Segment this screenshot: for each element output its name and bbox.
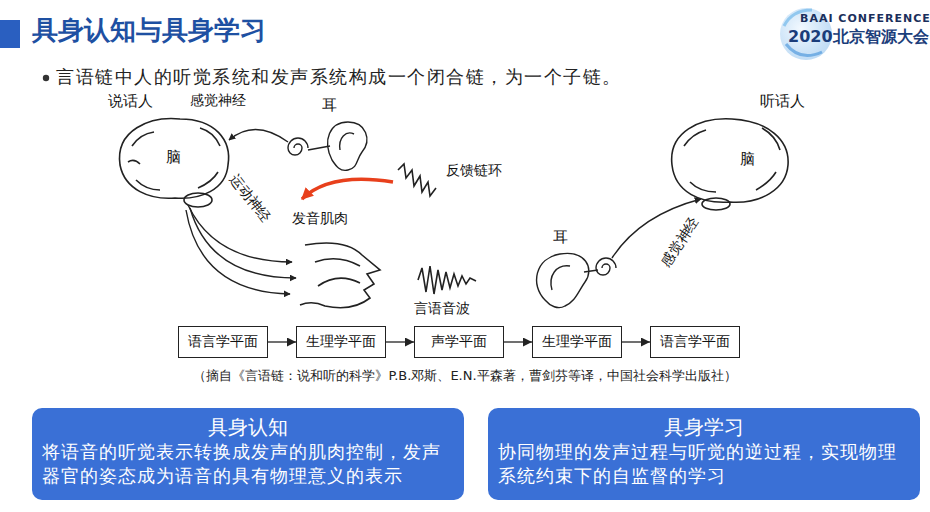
brain-fold [762, 128, 780, 150]
brain-fold [690, 182, 716, 192]
bullet-dot [43, 75, 49, 81]
brain-fold [136, 180, 160, 190]
brain-label: 脑 [738, 150, 757, 169]
sensory-nerve [229, 129, 288, 142]
brain-outline [120, 119, 229, 199]
box-label: 声学平面 [431, 333, 487, 351]
logo-text: 2020北京智源大会 [788, 27, 929, 47]
ear-fold [551, 266, 570, 290]
brain-fold [756, 172, 776, 190]
flow-arrow [268, 341, 296, 342]
brain-label: 脑 [164, 148, 183, 167]
panel-body: 协同物理的发声过程与听觉的逆过程，实现物理 系统约束下的自监督的学习 [498, 440, 910, 489]
feedback-label: 反馈链环 [446, 162, 502, 180]
ear-canal [308, 146, 330, 150]
ear-fold [340, 133, 354, 150]
figure-caption: （摘自《言语链：说和听的科学》P.B.邓斯、E.N.平森著，曹剑芬等译，中国社会… [0, 368, 930, 384]
box-label: 语言学平面 [660, 333, 730, 351]
panel-body: 将语音的听觉表示转换成发声的肌肉控制，发声 器官的姿态成为语音的具有物理意义的表… [42, 440, 454, 489]
brain-outline [672, 119, 788, 202]
ear-label: 耳 [553, 228, 568, 247]
motor-nerve [190, 208, 296, 278]
wave-label: 言语音波 [414, 300, 470, 318]
figure-label: 说话人 [108, 92, 153, 111]
box-label: 语言学平面 [188, 333, 258, 351]
face-profile [300, 243, 380, 308]
info-panel: 具身学习协同物理的发声过程与听觉的逆过程，实现物理 系统约束下的自监督的学习 [488, 408, 920, 500]
nerve-label: 感觉神经 [657, 214, 703, 270]
listener-ear [537, 253, 616, 307]
speaker-ear [288, 122, 367, 170]
feedback-wave [398, 164, 436, 196]
listener-brain [672, 119, 788, 210]
info-panel: 具身认知将语音的听觉表示转换成发声的肌肉控制，发声 器官的姿态成为语音的具有物理… [32, 408, 464, 500]
flow-arrow [386, 341, 414, 342]
motor-nerve [186, 210, 290, 294]
nerve-label: 运动神经 [226, 171, 274, 226]
speech-wave [418, 266, 476, 294]
muscle-label: 发音肌肉 [292, 210, 348, 228]
flow-arrow [622, 341, 650, 342]
cerebellum [184, 193, 212, 207]
flow-arrow [504, 341, 532, 342]
ear-label: 耳 [322, 96, 337, 115]
process-box: 生理学平面 [532, 326, 622, 358]
brain-fold [128, 160, 140, 164]
outer-ear [537, 253, 589, 307]
speaker-face [300, 243, 380, 308]
panel-heading: 具身认知 [42, 414, 454, 440]
cochlea [288, 138, 308, 155]
tongue [318, 278, 360, 286]
motor-nerve [188, 205, 292, 262]
bullet-text: 言语链中人的听觉系统和发声系统构成一个闭合链，为一个子链。 [56, 66, 622, 89]
box-label: 生理学平面 [542, 333, 612, 351]
box-label: 生理学平面 [306, 333, 376, 351]
brain-fold [198, 172, 218, 188]
figure-label: 听话人 [760, 92, 805, 111]
nerve-label: 感觉神经 [190, 92, 246, 110]
outer-ear [328, 122, 367, 170]
title-bar [0, 20, 20, 48]
brain-fold [684, 130, 706, 146]
process-box: 生理学平面 [296, 326, 386, 358]
logo-text: BAAI CONFERENCE [800, 12, 930, 26]
feedback-arrow [302, 179, 393, 199]
panel-heading: 具身学习 [498, 414, 910, 440]
cochlea [596, 258, 616, 275]
process-box: 声学平面 [414, 326, 504, 358]
brain-fold [132, 132, 154, 146]
speaker-brain [120, 119, 229, 207]
motor-nerves [186, 205, 296, 294]
process-box: 语言学平面 [178, 326, 268, 358]
process-box: 语言学平面 [650, 326, 740, 358]
brain-fold [200, 128, 220, 146]
cerebellum [702, 198, 730, 210]
slide-title: 具身认知与具身学习 [32, 14, 266, 47]
palate [315, 259, 360, 266]
